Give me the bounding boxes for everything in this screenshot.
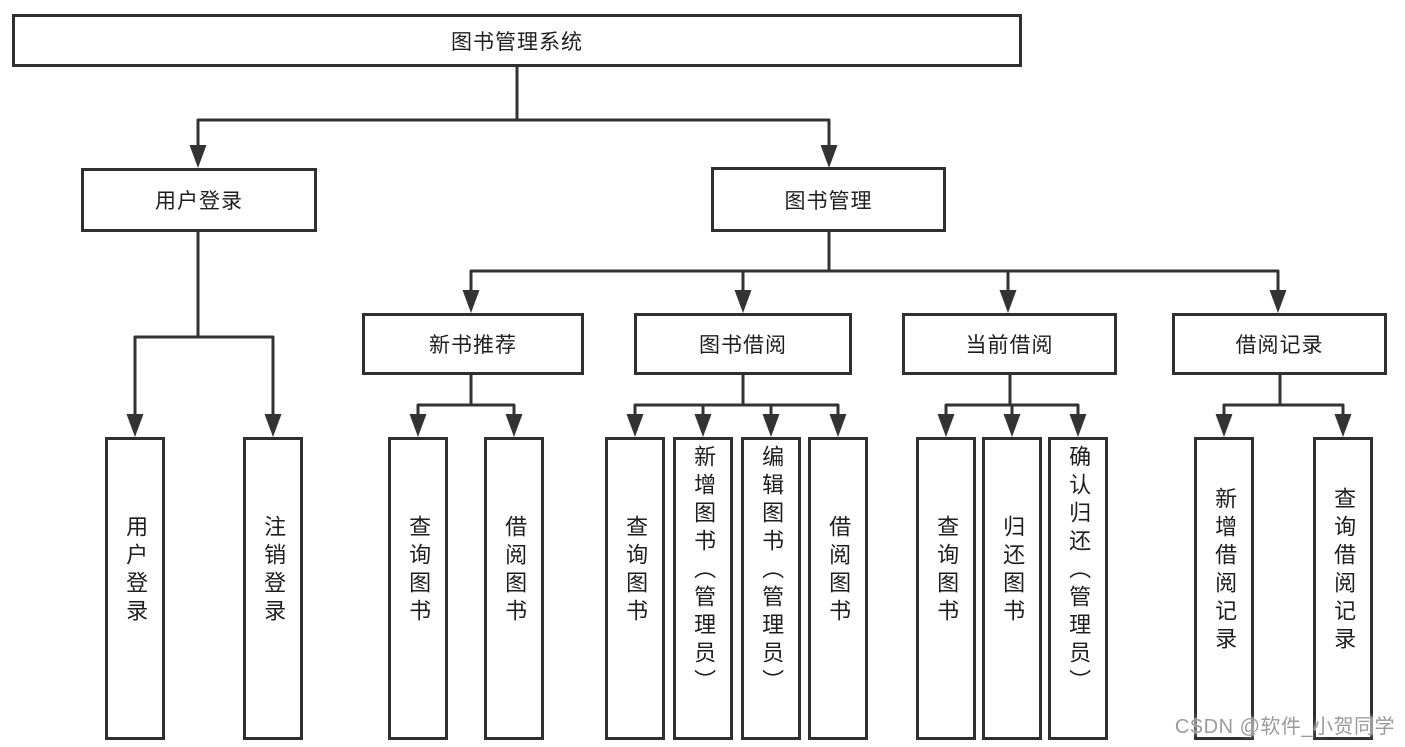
leaf-label: 查询借阅记录 <box>1331 486 1357 655</box>
leaf-label: 新增借阅记录 <box>1212 486 1238 655</box>
leaf-borrow-books-borrowing: 借阅图书 <box>808 437 868 740</box>
leaf-label: 用户登录 <box>123 514 149 627</box>
leaf-label: 新增图书（管理员） <box>691 444 717 697</box>
leaf-label: 借阅图书 <box>826 514 852 627</box>
leaf-query-books-current: 查询图书 <box>916 437 976 740</box>
node-book-borrowing: 图书借阅 <box>634 313 852 375</box>
node-label: 新书推荐 <box>429 334 517 357</box>
leaf-query-books-recommend: 查询图书 <box>388 437 448 740</box>
node-label: 图书管理 <box>784 189 873 213</box>
node-current-borrowing: 当前借阅 <box>902 313 1117 375</box>
leaf-label: 编辑图书（管理员） <box>759 444 785 697</box>
leaf-add-book-admin: 新增图书（管理员） <box>673 437 733 740</box>
leaf-label: 注销登录 <box>261 514 287 627</box>
leaf-label: 查询图书 <box>934 514 960 627</box>
leaf-label: 查询图书 <box>623 514 649 627</box>
leaf-edit-book-admin: 编辑图书（管理员） <box>741 437 801 740</box>
node-label: 当前借阅 <box>965 334 1054 357</box>
arrowheads <box>126 145 1352 437</box>
leaf-label: 归还图书 <box>1000 514 1026 627</box>
node-label: 图书管理系统 <box>451 30 583 54</box>
node-library-management-system: 图书管理系统 <box>12 14 1022 67</box>
leaf-user-login: 用户登录 <box>105 437 165 740</box>
leaf-label: 确认归还（管理员） <box>1066 444 1092 697</box>
leaf-label: 借阅图书 <box>502 514 528 627</box>
leaf-add-borrow-record: 新增借阅记录 <box>1194 437 1254 740</box>
leaf-borrow-books-recommend: 借阅图书 <box>484 437 544 740</box>
leaf-confirm-return-admin: 确认归还（管理员） <box>1048 437 1108 740</box>
leaf-logout: 注销登录 <box>243 437 303 740</box>
leaf-query-borrow-record: 查询借阅记录 <box>1313 437 1373 740</box>
node-label: 用户登录 <box>155 190 243 213</box>
leaf-return-book: 归还图书 <box>982 437 1042 740</box>
node-new-book-recommendation: 新书推荐 <box>362 313 584 375</box>
leaf-label: 查询图书 <box>406 514 432 627</box>
node-user-login: 用户登录 <box>81 168 317 232</box>
node-label: 借阅记录 <box>1235 334 1324 357</box>
node-book-management: 图书管理 <box>711 167 946 232</box>
node-borrowing-records: 借阅记录 <box>1172 313 1387 375</box>
leaf-query-books-borrowing: 查询图书 <box>605 437 665 740</box>
node-label: 图书借阅 <box>699 334 787 357</box>
